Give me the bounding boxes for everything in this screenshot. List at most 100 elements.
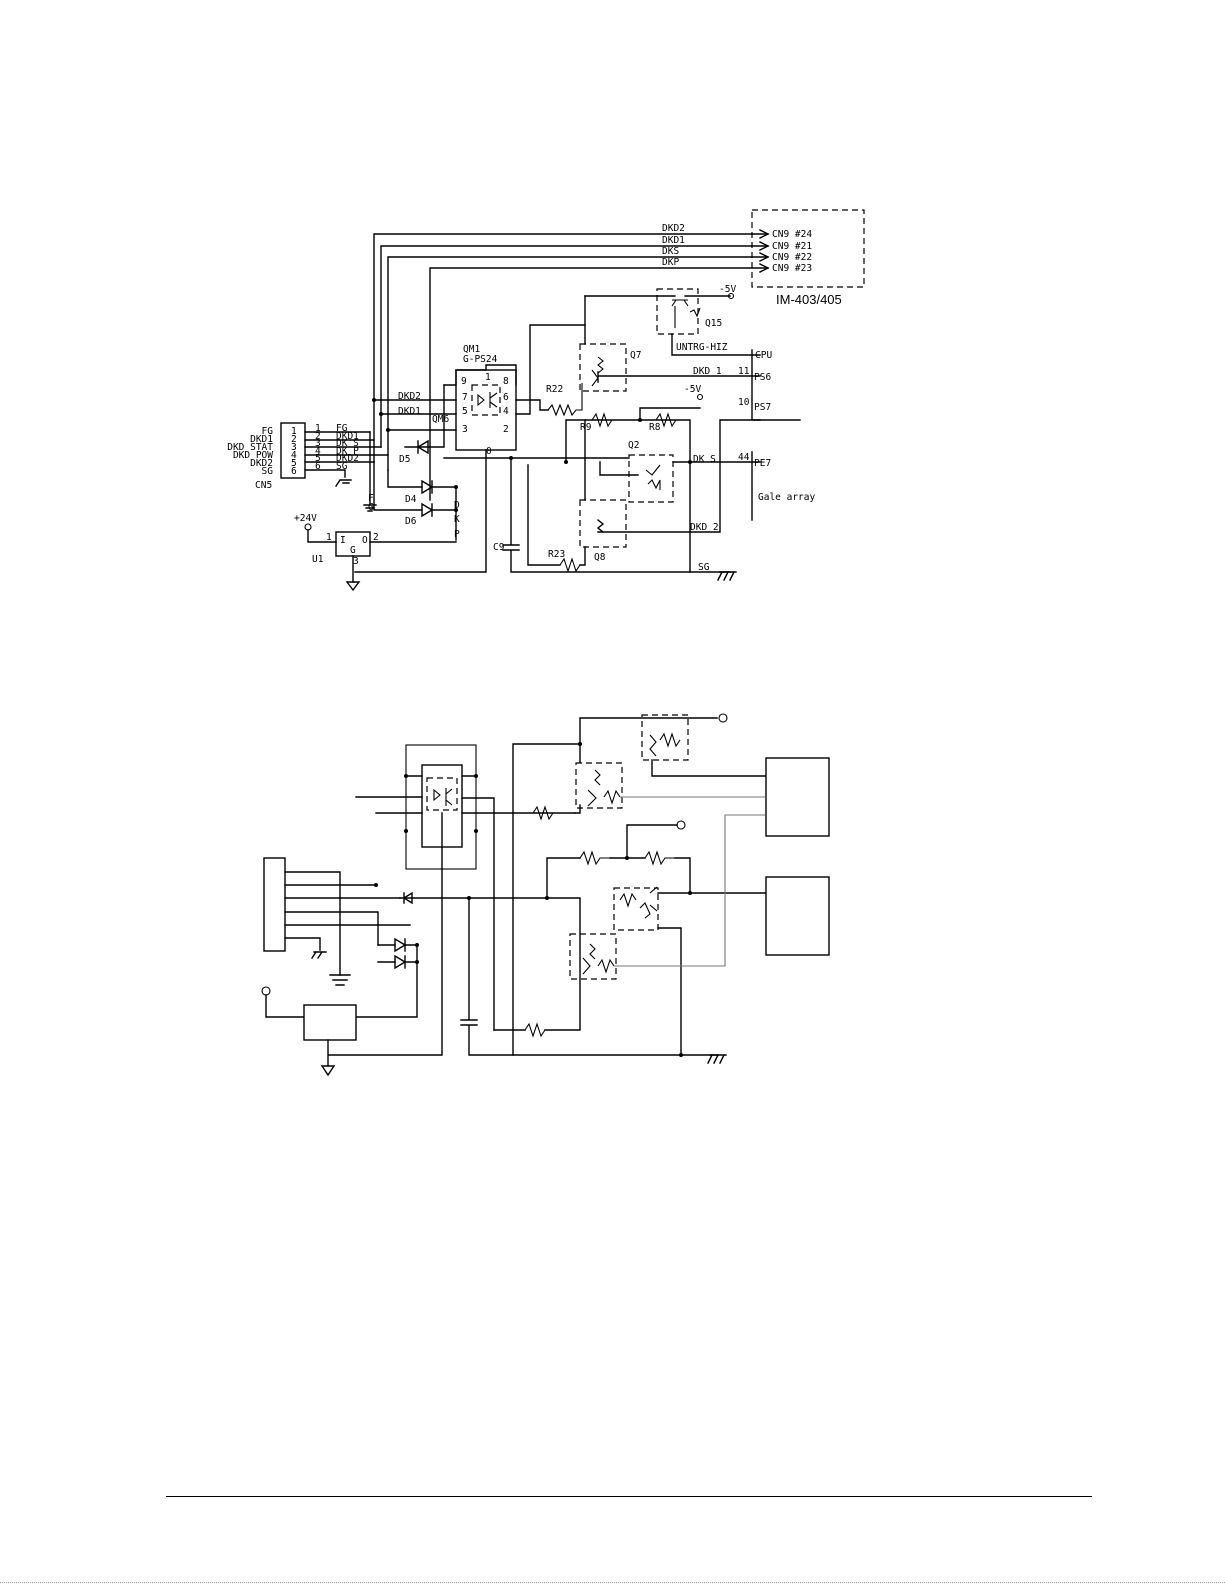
q2-box bbox=[628, 454, 674, 503]
q2-box-bottom bbox=[613, 887, 659, 931]
cpu-pin-44: 44 bbox=[738, 452, 750, 463]
q15-label: Q15 bbox=[705, 318, 722, 329]
bottom-schematic bbox=[261, 713, 830, 1077]
qm6-label: QM6 bbox=[432, 414, 449, 425]
cn5-left-label: DKD POW bbox=[233, 450, 273, 461]
d4-label: D4 bbox=[405, 494, 417, 505]
signal-dkd2-label: DKD2 bbox=[662, 223, 685, 234]
cn5-pin-number: 5 bbox=[291, 458, 297, 469]
cn5-pin-numbers: 1 2 3 4 5 6 FG DKD1 DK S DK P DKD2 SG bbox=[315, 423, 359, 472]
neg5v-top-label: -5V bbox=[719, 284, 736, 295]
cn5-outer-pin: 1 bbox=[315, 423, 321, 434]
dks-net-label: DK S bbox=[693, 454, 716, 465]
qm1-ref: QM1 bbox=[463, 344, 480, 355]
cn5-pin-number: 2 bbox=[291, 434, 297, 445]
cn5-inner-pins: 1 2 3 4 5 6 bbox=[291, 426, 297, 477]
cn5-left-label: DKD1 bbox=[250, 434, 273, 445]
fg-vertical-g: G bbox=[368, 502, 374, 513]
cn5-label: CN5 bbox=[255, 480, 272, 491]
qm1-pin: 9 bbox=[461, 376, 467, 387]
cn5-outer-pin: 2 bbox=[315, 431, 321, 442]
u1-pin-2: 2 bbox=[373, 532, 379, 543]
footer-rule bbox=[166, 1496, 1092, 1497]
cpu-pin-10: 10 bbox=[738, 397, 750, 408]
opto-inner bbox=[426, 777, 458, 811]
c9-label: C9 bbox=[493, 542, 505, 553]
signal-dkd1-label: DKD1 bbox=[662, 235, 685, 246]
u1-pin-3: 3 bbox=[353, 556, 359, 567]
cn5-net-label: DKD2 bbox=[336, 453, 359, 464]
u1-pin-o: O bbox=[362, 535, 368, 546]
qm1-pin: 8 bbox=[503, 376, 509, 387]
signal-dkp-label: DKP bbox=[662, 257, 679, 268]
connector-block bbox=[263, 857, 286, 952]
cpu-port-pe7: PE7 bbox=[754, 458, 771, 469]
cn9-pin-22: CN9 #22 bbox=[772, 252, 812, 263]
cpu-pin-11: 11 bbox=[738, 366, 750, 377]
signal-dks-label: DKS bbox=[662, 246, 679, 257]
cn9-pin-23: CN9 #23 bbox=[772, 263, 812, 274]
dkd1-net-label: DKD 1 bbox=[693, 366, 722, 377]
cn5-pin-number: 1 bbox=[291, 426, 297, 437]
cn5-net-label: DK P bbox=[336, 446, 359, 457]
cn5-net-label: SG bbox=[336, 461, 348, 472]
p24v-terminal bbox=[304, 523, 312, 531]
p24v-label: +24V bbox=[294, 513, 317, 524]
qm1-pin: 5 bbox=[462, 406, 468, 417]
im-module-box bbox=[751, 209, 865, 288]
qm1-pin: 2 bbox=[503, 424, 509, 435]
r22-label: R22 bbox=[546, 384, 563, 395]
cpu-block bbox=[765, 757, 830, 837]
cn5-connector bbox=[280, 422, 306, 479]
cpu-port-ps6: PS6 bbox=[754, 372, 771, 383]
q15-box-bottom bbox=[641, 714, 689, 761]
dkp-vertical-d: D bbox=[454, 500, 460, 511]
cn9-pin-21: CN9 #21 bbox=[772, 241, 812, 252]
dkd2-net-label: DKD 2 bbox=[690, 522, 719, 533]
cn5-net-label: DKD1 bbox=[336, 431, 359, 442]
page-bottom-edge bbox=[0, 1582, 1225, 1583]
cn5-pin-number: 3 bbox=[291, 442, 297, 453]
q15-box bbox=[656, 288, 699, 335]
u1-pin-1: 1 bbox=[326, 532, 332, 543]
qm1-pin: 0 bbox=[486, 446, 492, 457]
q8-box bbox=[579, 499, 627, 548]
q7-box bbox=[579, 343, 627, 392]
neg5v-top-terminal bbox=[727, 292, 735, 300]
cpu-port-ps7: PS7 bbox=[754, 402, 771, 413]
cn5-pin-number: 6 bbox=[291, 466, 297, 477]
cn5-net-label: FG bbox=[336, 423, 348, 434]
u1-pin-i: I bbox=[340, 535, 346, 546]
regulator-block bbox=[303, 1004, 357, 1041]
qm1-part: G-PS24 bbox=[463, 354, 498, 365]
qm1-pin: 6 bbox=[503, 392, 509, 403]
opto-module bbox=[405, 744, 477, 870]
cn5-left-label: FG bbox=[262, 426, 274, 437]
q8-label: Q8 bbox=[594, 552, 606, 563]
gate-array-label: Gale array bbox=[758, 492, 815, 503]
cn5-outer-pin: 5 bbox=[315, 453, 321, 464]
qm1-optocoupler bbox=[455, 369, 517, 451]
cn5-outer-pin: 6 bbox=[315, 461, 321, 472]
dkp-vertical-p: P bbox=[454, 529, 460, 540]
cn5-outer-pin: 4 bbox=[315, 446, 321, 457]
dkp-vertical-k: K bbox=[454, 514, 460, 525]
cn5-left-label: DKD2 bbox=[250, 458, 273, 469]
cn5-pin-number: 4 bbox=[291, 450, 297, 461]
u1-label: U1 bbox=[312, 554, 324, 565]
u1-regulator bbox=[335, 531, 371, 557]
sg-label: SG bbox=[698, 562, 710, 573]
top-schematic: IM-403/405 DKD2 DKD1 DKS DKP CN9 #24 CN9… bbox=[227, 209, 865, 592]
q2-label: Q2 bbox=[628, 440, 639, 451]
q8-box-bottom bbox=[569, 933, 617, 980]
r9-label: R9 bbox=[580, 422, 592, 433]
qm1-pin: 1 bbox=[485, 372, 491, 383]
cpu-label: CPU bbox=[755, 350, 772, 361]
fg-vertical-f: F bbox=[368, 493, 374, 504]
d6-label: D6 bbox=[405, 516, 417, 527]
q7-box-bottom bbox=[575, 762, 623, 809]
q7-label: Q7 bbox=[630, 350, 641, 361]
qm1-inner bbox=[471, 384, 501, 416]
